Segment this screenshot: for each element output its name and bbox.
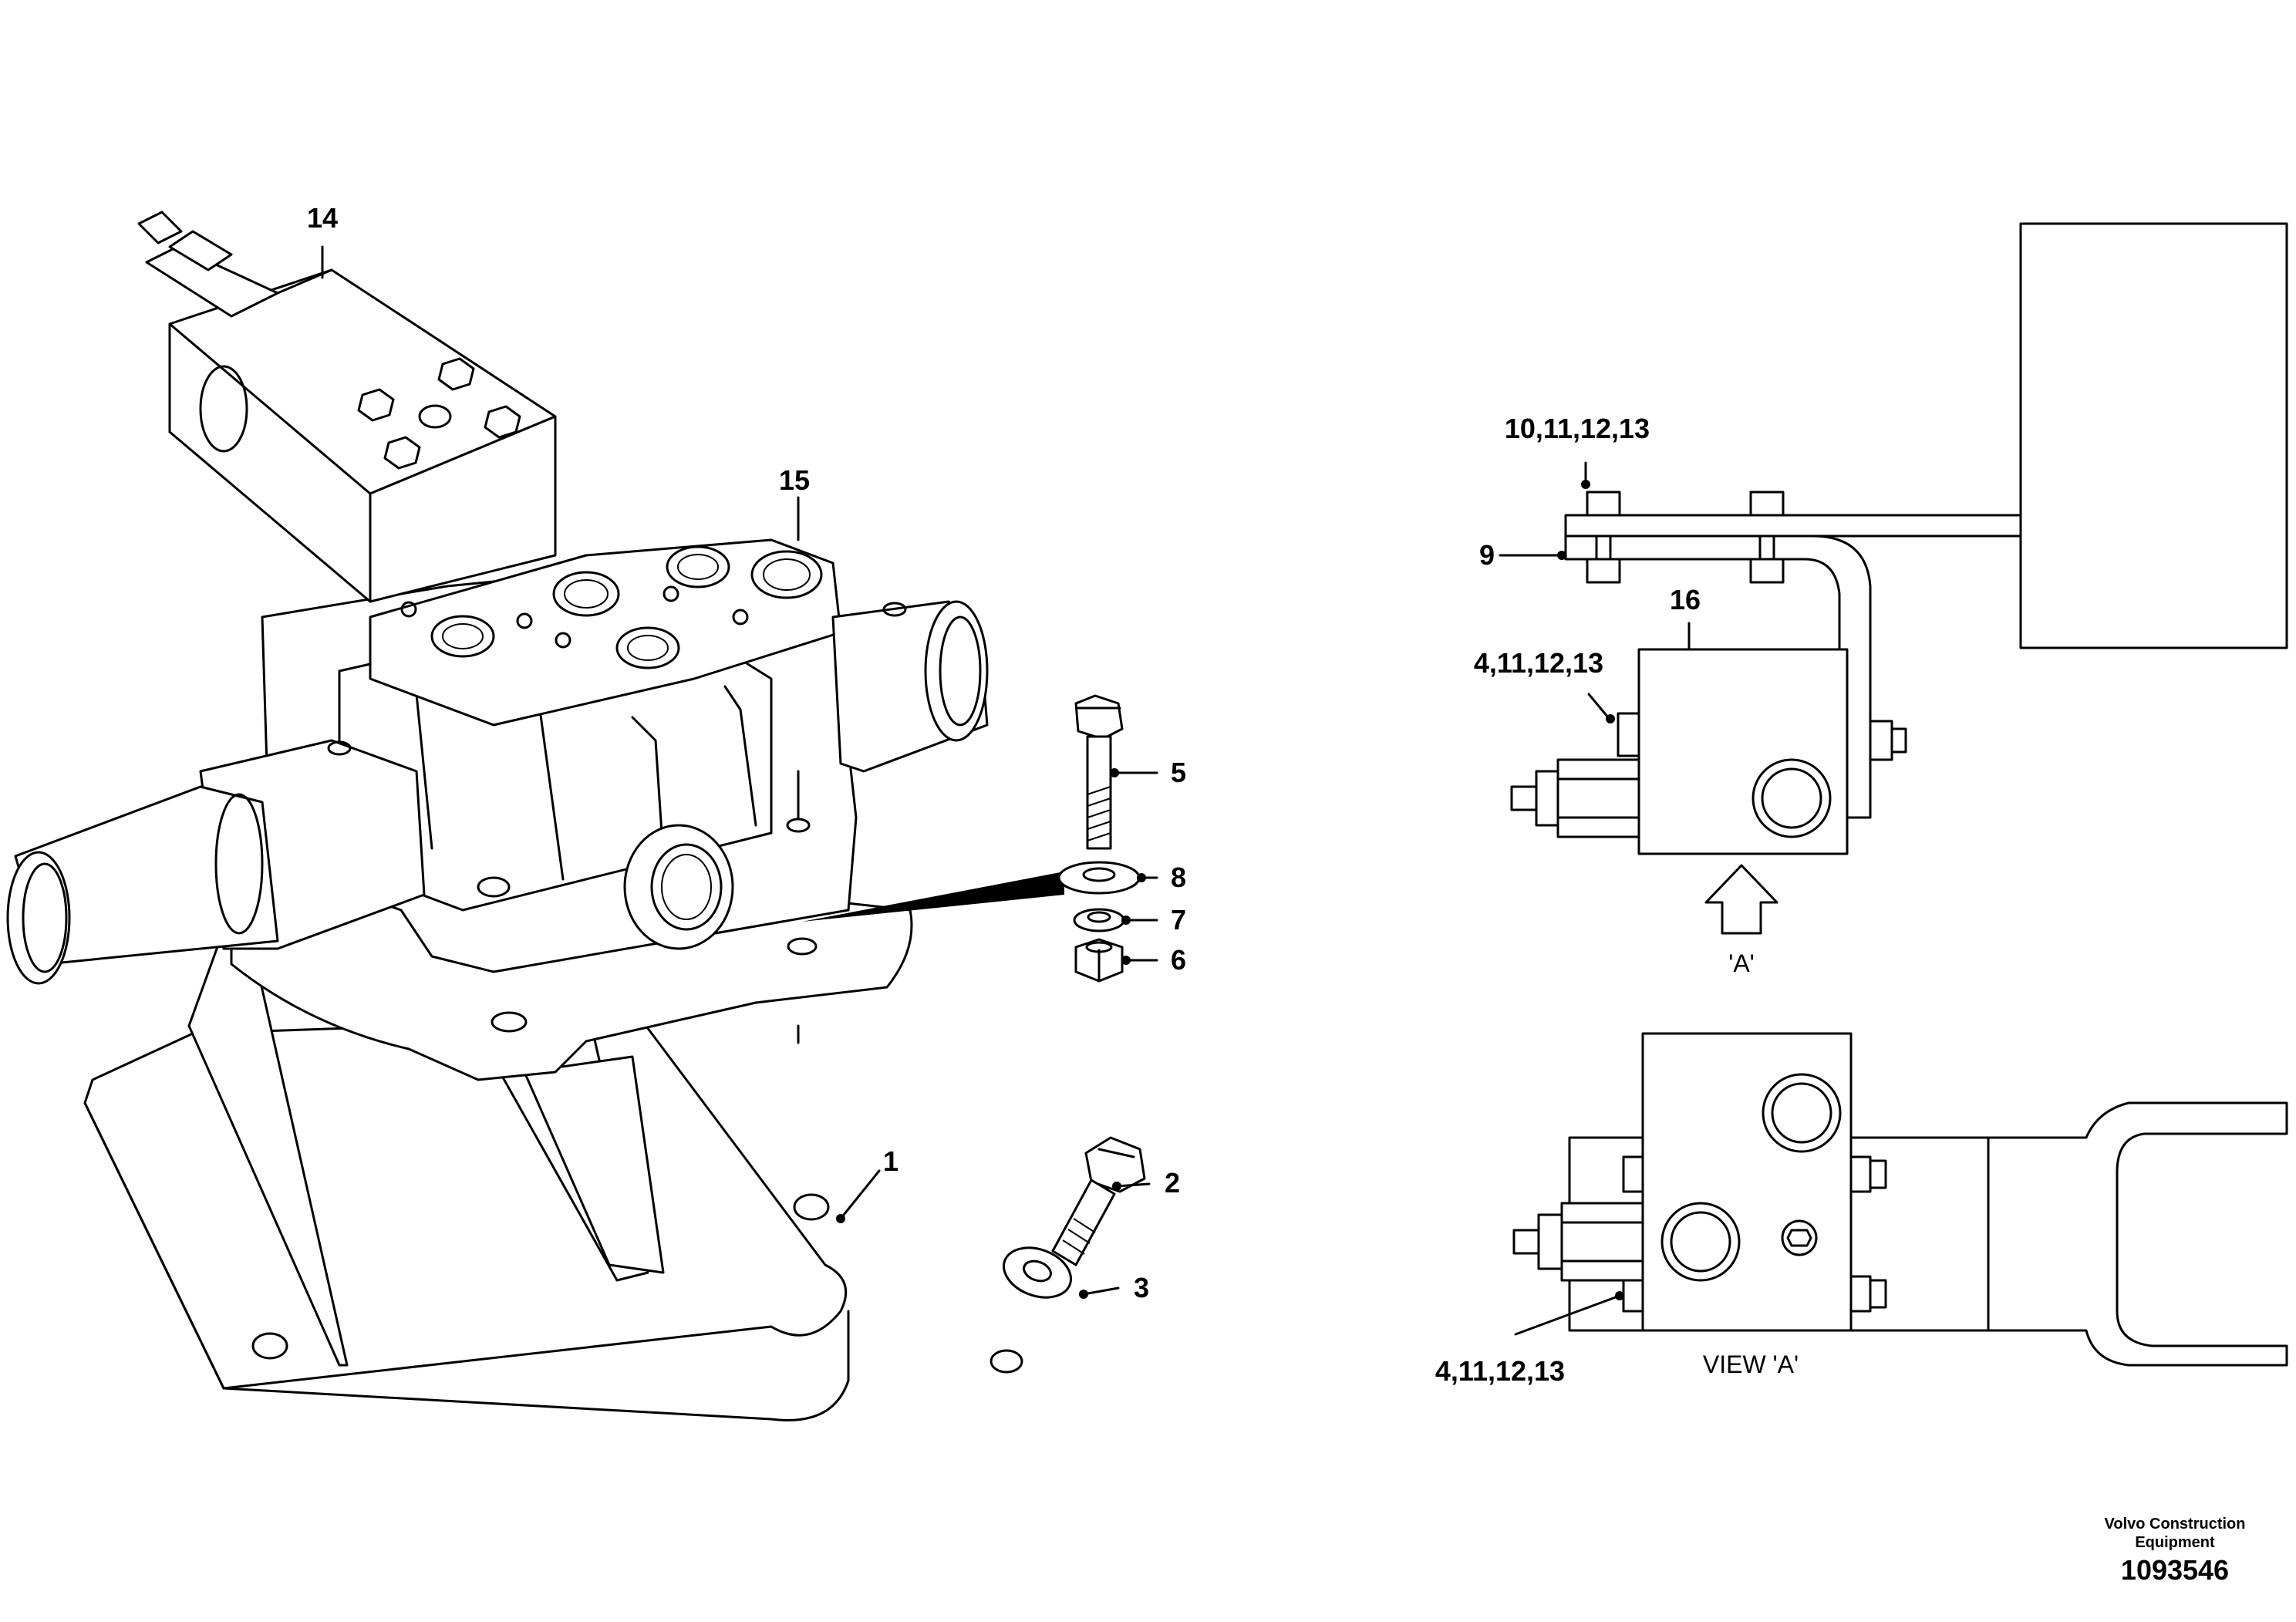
frame-panel: [2019, 222, 2288, 649]
callout-3: 3: [1134, 1272, 1149, 1303]
callout-15: 15: [779, 464, 810, 496]
left-spool-cap: [6, 739, 426, 985]
callout-1: 1: [883, 1145, 899, 1177]
callout-2: 2: [1165, 1167, 1180, 1199]
callout-9: 9: [1479, 539, 1495, 571]
view-a-leaders: [1514, 1291, 1624, 1336]
callout-10-11-12-13: 10,11,12,13: [1505, 413, 1650, 444]
bolt-head: [1074, 694, 1124, 740]
valve-assembly-drawing: [6, 211, 1064, 1421]
callout-labels: 14 15 5 8 7 6 1 2 3 10,11,12,13 9 16 4,1…: [307, 202, 1799, 1387]
brand-line-1: Volvo Construction: [2105, 1516, 2246, 1533]
side-view-drawing: [1510, 222, 2288, 935]
brand-line-2: Equipment: [2135, 1534, 2215, 1551]
view-a-drawing: [1512, 1032, 2288, 1367]
fastener-leaders: [836, 768, 1158, 1299]
callout-4-11-12-13-bottom: 4,11,12,13: [1435, 1355, 1565, 1387]
valve-16-side: [1637, 648, 1849, 855]
callout-8: 8: [1171, 862, 1186, 893]
callout-7: 7: [1171, 904, 1186, 936]
document-number: 1093546: [2121, 1554, 2229, 1586]
arrow-a-label: 'A': [1728, 949, 1755, 977]
bracket-fasteners: [1002, 1136, 1146, 1299]
mounting-bracket: [83, 885, 1023, 1421]
callout-6: 6: [1171, 944, 1186, 976]
footer: Volvo Construction Equipment 1093546: [2105, 1516, 2246, 1586]
fastener-stack: [1057, 694, 1141, 983]
pilot-valve-block: [137, 211, 557, 603]
callout-4-11-12-13-top: 4,11,12,13: [1474, 647, 1603, 679]
side-view-leaders: [1499, 461, 1691, 723]
view-a-label: VIEW 'A': [1703, 1351, 1799, 1378]
mount-hole-pointer: [802, 872, 1064, 922]
callout-5: 5: [1171, 757, 1186, 788]
callout-16: 16: [1670, 584, 1701, 615]
valve-16-view-a: [1641, 1032, 1853, 1332]
view-a-arrow: [1704, 864, 1778, 935]
right-spool-cap: [831, 600, 989, 773]
callout-14: 14: [307, 202, 338, 234]
